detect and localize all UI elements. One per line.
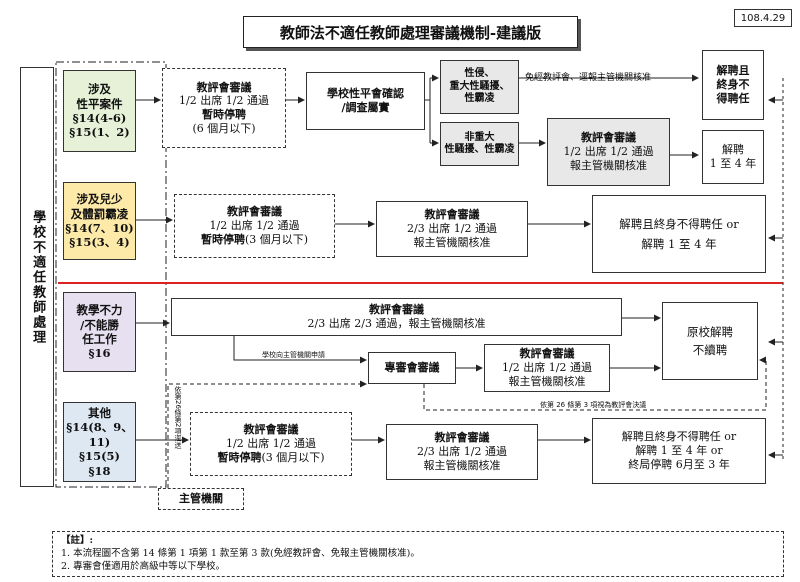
row1-severe-box: 性侵、重大性騷擾、性霸凌 xyxy=(440,60,519,114)
row1-school-confirm-box: 學校性平會確認/調查屬實 xyxy=(306,72,425,130)
left-vertical-label: 學校不適任教師處理 xyxy=(20,67,54,487)
category-other: 其他§14(8、9、11) §15(5)§18 xyxy=(63,402,136,482)
diagram-title: 教師法不適任教師處理審議機制-建議版 xyxy=(243,16,578,48)
row4-side-note: 依第26條第2項逕送 xyxy=(174,386,182,449)
row4-review-box: 教評會審議 1/2 出席 1/2 通過 暫時停聘(3 個月以下) xyxy=(190,412,352,476)
row1-severe-note: 免經教評會、逕報主管機關核准 xyxy=(525,73,652,83)
row2-review-box: 教評會審議 1/2 出席 1/2 通過 暫時停聘(3 個月以下) xyxy=(174,194,335,258)
notes-box: 【註】: 1. 本流程圖不含第 14 條第 1 項第 1 款至第 3 款(免經教… xyxy=(52,531,784,577)
row3-apply-note: 學校向主管機關申請 xyxy=(262,351,325,359)
row1-mild-box: 非重大性騷擾、性霸凌 xyxy=(440,122,519,166)
date-label: 108.4.29 xyxy=(734,9,792,27)
row3-review-box: 教評會審議 2/3 出席 2/3 通過，報主管機關核准 xyxy=(171,298,622,336)
arrow-apply-special xyxy=(233,335,367,364)
category-gender-equality: 涉及性平案件 §14(4-6)§15(1、2) xyxy=(63,70,136,152)
row4-review2-box: 教評會審議 2/3 出席 1/2 通過 報主管機關核准 xyxy=(386,424,538,480)
category-frame xyxy=(55,61,167,488)
dashed-art26-path xyxy=(423,360,767,411)
row1-review-box: 教評會審議 1/2 出席 1/2 通過 暫時停聘 (6 個月以下) xyxy=(162,68,286,148)
row3-special-review-box: 專審會審議 xyxy=(368,352,456,384)
row3-review2-box: 教評會審議 1/2 出席 1/2 通過 報主管機關核准 xyxy=(484,344,610,392)
row1-mild-review-box: 教評會審議 1/2 出席 1/2 通過 報主管機關核准 xyxy=(547,118,670,186)
row4-authority-box: 主管機關 xyxy=(158,488,244,510)
row3-result-box: 原校解聘不續聘 xyxy=(662,302,758,380)
category-incompetence: 教學不力/不能勝 任工作§16 xyxy=(63,292,136,372)
row1-result-dismiss-lifetime: 解聘且終身不得聘任 xyxy=(702,50,764,120)
category-child-bullying: 涉及兒少及體罰霸凌 §14(7、10)§15(3、4) xyxy=(63,182,136,260)
row3-art26-note: 依第 26 條第 3 項視為教評會決議 xyxy=(540,401,647,409)
row2-review2-box: 教評會審議 2/3 出席 1/2 通過 報主管機關核准 xyxy=(376,201,528,257)
